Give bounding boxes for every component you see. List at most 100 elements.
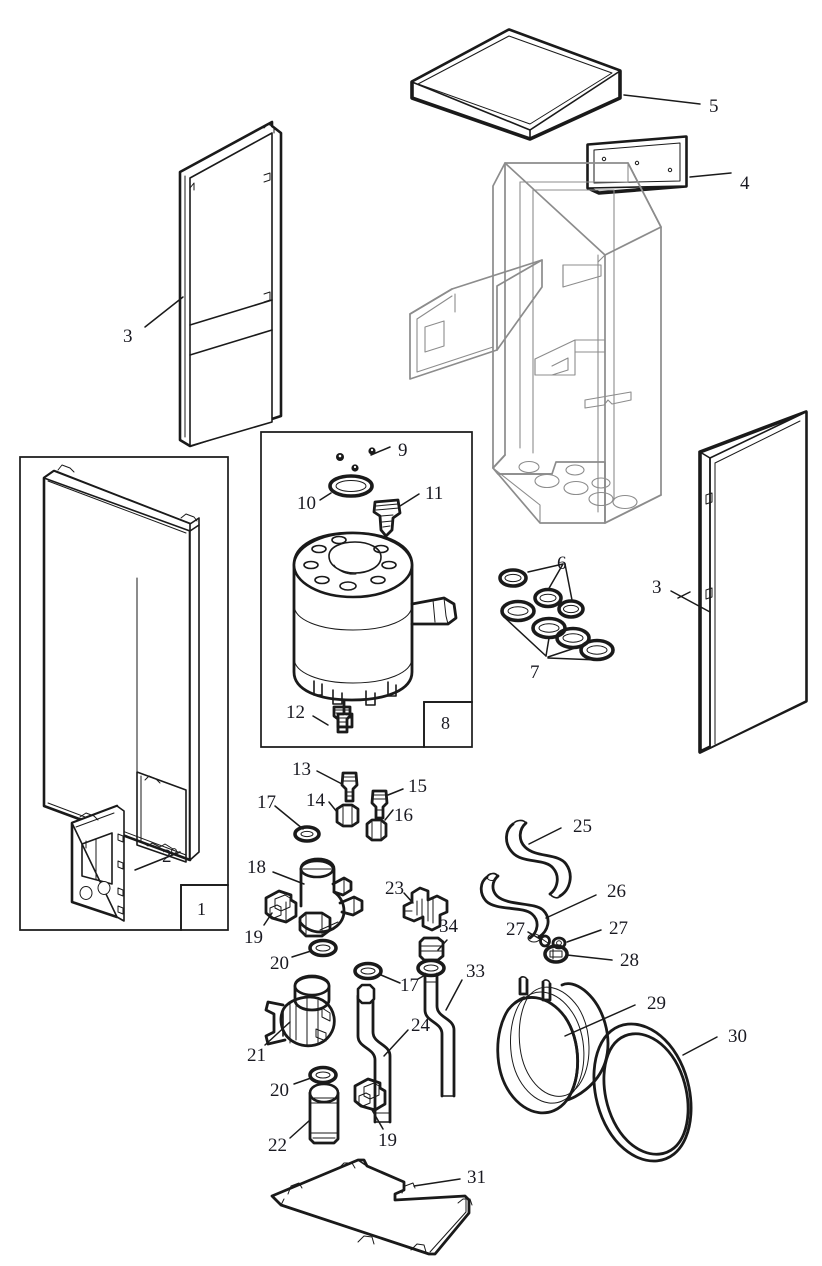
callout-19b: 19	[378, 1130, 397, 1151]
leader-12	[312, 715, 329, 726]
callout-15: 15	[408, 776, 427, 797]
callout-4: 4	[740, 173, 750, 194]
callout-7: 7	[530, 662, 540, 683]
callout-29: 29	[647, 993, 666, 1014]
union-fitting-15	[370, 789, 389, 820]
leader-6c	[564, 563, 573, 601]
mounting-bracket	[586, 135, 688, 195]
union-fitting-13	[340, 771, 359, 803]
tank-lid-o-ring	[328, 474, 374, 498]
screws-group	[336, 447, 376, 472]
left-side-panel	[178, 120, 283, 448]
flat-washer-17b	[416, 958, 446, 978]
leader-20a	[291, 950, 312, 958]
union-nut-16	[365, 818, 388, 842]
leader-34	[437, 939, 448, 951]
leader-27a	[527, 931, 541, 940]
union-nut-14	[335, 803, 360, 828]
control-panel-fascia	[70, 804, 125, 922]
callout-30: 30	[728, 1026, 747, 1047]
leader-22	[289, 1119, 311, 1139]
leader-6b	[547, 563, 564, 591]
callout-18: 18	[247, 857, 266, 878]
leader-17c	[380, 974, 401, 984]
callout-13: 13	[292, 759, 311, 780]
sensor-clip-27a	[539, 934, 551, 948]
flat-washer-17c	[353, 961, 383, 981]
callout-12: 12	[286, 702, 305, 723]
callout-27a: 27	[506, 919, 525, 940]
callout-6: 6	[557, 553, 567, 574]
main-chassis-frame	[409, 162, 662, 524]
leader-4	[689, 172, 732, 178]
leader-14	[328, 801, 338, 813]
callout-23: 23	[385, 878, 404, 899]
leader-3-right	[670, 590, 711, 613]
cable-clip-19b	[353, 1077, 387, 1112]
leader-7a	[503, 616, 547, 657]
pressure-relief-valve	[372, 498, 402, 538]
group-box-1	[19, 456, 229, 931]
leader-21	[264, 1021, 291, 1046]
callout-16: 16	[394, 805, 413, 826]
callout-8: 8	[441, 713, 450, 733]
callout-22: 22	[268, 1135, 287, 1156]
leader-13	[316, 770, 343, 785]
tee-fitting	[402, 886, 449, 932]
leader-25	[528, 827, 562, 845]
drain-fitting	[332, 705, 352, 734]
leader-19a	[263, 912, 273, 926]
callout-24: 24	[411, 1015, 430, 1036]
sensor-grommet	[543, 944, 569, 964]
return-pipe-33	[423, 972, 456, 1098]
leader-19b	[371, 1109, 384, 1130]
callout-28: 28	[620, 950, 639, 971]
filter-cartridge	[308, 1082, 340, 1145]
leader-24	[383, 1029, 409, 1057]
callout-33: 33	[466, 961, 485, 982]
callout-3-left: 3	[123, 326, 133, 347]
callout-19a: 19	[244, 927, 263, 948]
heat-exchanger-cylinder	[292, 531, 458, 729]
leader-28	[566, 954, 613, 961]
condensate-hose-25	[505, 819, 572, 899]
compression-nut	[418, 936, 445, 962]
callout-10: 10	[297, 493, 316, 514]
callout-9: 9	[398, 440, 408, 461]
callout-26: 26	[607, 881, 626, 902]
leader-33	[445, 979, 463, 1011]
flow-pipe-24	[356, 983, 392, 1124]
cable-clip-19a	[264, 889, 298, 924]
bottom-drip-tray	[270, 1158, 473, 1256]
callout-20b: 20	[270, 1080, 289, 1101]
burner-drum-cover	[496, 976, 610, 1115]
top-cover-panel	[410, 28, 622, 141]
leader-6a	[527, 563, 564, 573]
leader-3-left	[144, 296, 184, 328]
group-box-8	[260, 431, 473, 748]
leader-5	[623, 94, 701, 105]
leader-10	[319, 492, 332, 501]
leader-31	[413, 1178, 461, 1187]
drum-gasket-ring	[592, 1022, 693, 1163]
leader-16	[384, 809, 394, 821]
sealing-ring-20b	[308, 1065, 338, 1085]
leader-3-right-seg	[677, 591, 691, 599]
leader-7c	[547, 647, 576, 658]
leader-27b	[566, 929, 602, 943]
callout-14: 14	[306, 790, 325, 811]
leader-7b	[545, 637, 550, 657]
return-elbow-pipe	[298, 857, 364, 938]
leader-17a	[274, 805, 304, 830]
callout-17a: 17	[257, 792, 276, 813]
leader-7d	[547, 657, 599, 661]
right-side-panel	[698, 410, 808, 754]
callout-34: 34	[439, 916, 458, 937]
circulation-pump	[264, 974, 336, 1048]
callout-1: 1	[197, 899, 206, 919]
callout-25: 25	[573, 816, 592, 837]
sealing-ring-20a	[308, 938, 338, 958]
callout-20a: 20	[270, 953, 289, 974]
leader-29	[564, 1004, 636, 1037]
